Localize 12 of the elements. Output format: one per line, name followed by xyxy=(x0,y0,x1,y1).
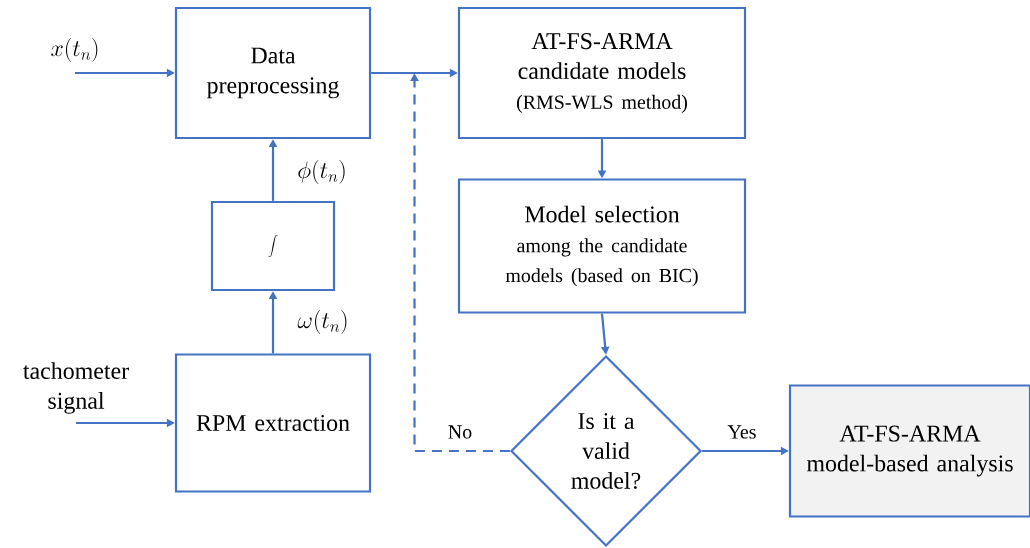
process-box: Model selection among the candidate models (based on BIC) xyxy=(457,178,747,314)
process-box: RPM extraction xyxy=(174,353,372,493)
edge-label: Yes xyxy=(726,424,758,440)
process-box: Data preprocessing xyxy=(174,6,372,140)
input-label: $x(t_n)$ xyxy=(51,38,98,62)
integrator-box: $\int$ xyxy=(210,200,336,292)
result-box: AT-FS-ARMA model-based analysis xyxy=(788,384,1030,518)
edge-label: $\omega(t_n)$ xyxy=(296,309,350,335)
edge-label: No xyxy=(446,424,474,440)
process-box: AT-FS-ARMA candidate models (RMS-WLS method) xyxy=(457,6,747,140)
edge-label: $\phi(t_n)$ xyxy=(296,159,348,185)
input-label: tachometer signal xyxy=(23,362,129,414)
